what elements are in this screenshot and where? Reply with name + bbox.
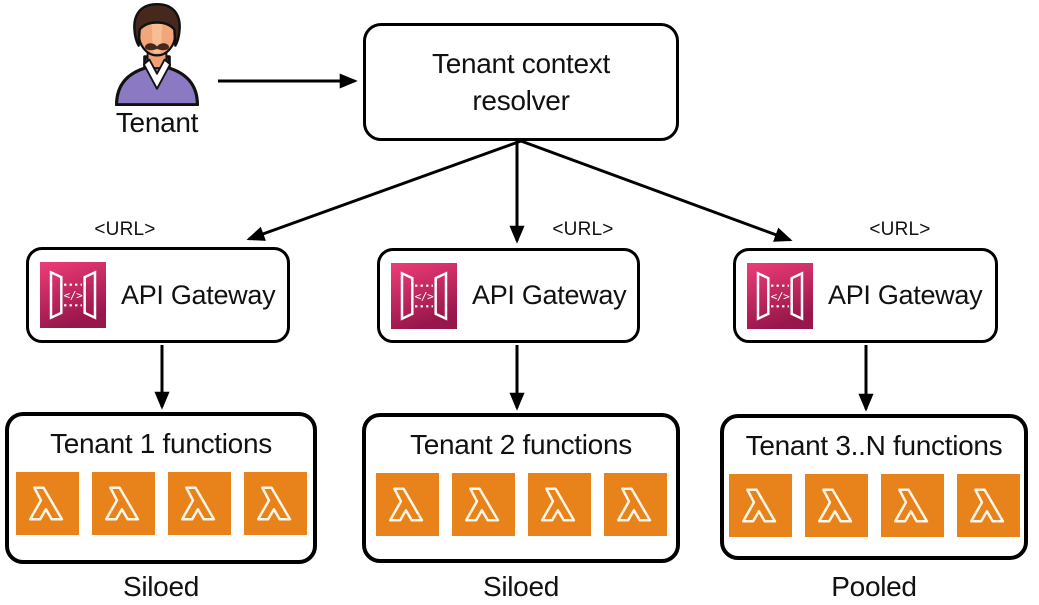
tenant-user-icon bbox=[114, 2, 200, 106]
url-label-2: <URL> bbox=[552, 219, 614, 240]
lambda-icon bbox=[728, 474, 792, 537]
tenant-context-resolver-box: Tenant context resolver bbox=[363, 23, 679, 141]
lambda-icon bbox=[375, 473, 439, 536]
function-group-title: Tenant 1 functions bbox=[50, 428, 272, 459]
lambda-row bbox=[366, 473, 676, 536]
lambda-icon bbox=[91, 472, 155, 535]
function-group-title: Tenant 2 functions bbox=[410, 429, 632, 460]
lambda-icon bbox=[880, 474, 944, 537]
api-gateway-box-3: </> API Gateway bbox=[733, 248, 998, 343]
api-gateway-label: API Gateway bbox=[828, 280, 983, 310]
api-gateway-label: API Gateway bbox=[121, 279, 276, 310]
lambda-icon bbox=[167, 472, 231, 535]
lambda-icon bbox=[603, 473, 667, 536]
lambda-row bbox=[9, 472, 313, 535]
mode-label-siloed-2: Siloed bbox=[482, 571, 560, 602]
lambda-icon bbox=[243, 472, 307, 535]
url-label-1: <URL> bbox=[94, 219, 156, 240]
lambda-icon bbox=[956, 474, 1020, 537]
mode-label-siloed-1: Siloed bbox=[122, 571, 200, 602]
api-gateway-glyph-text: </> bbox=[64, 289, 83, 302]
lambda-icon bbox=[527, 473, 591, 536]
api-gateway-glyph-text: </> bbox=[771, 290, 790, 303]
api-gateway-box-1: </> API Gateway bbox=[26, 247, 290, 343]
tenant-2-functions-box: Tenant 2 functions bbox=[362, 413, 680, 563]
mode-label-pooled: Pooled bbox=[831, 571, 917, 602]
api-gateway-label: API Gateway bbox=[472, 280, 627, 310]
lambda-icon bbox=[15, 472, 79, 535]
lambda-row bbox=[724, 474, 1024, 537]
api-gateway-icon: </> bbox=[40, 262, 106, 328]
lambda-icon bbox=[804, 474, 868, 537]
url-label-3: <URL> bbox=[869, 219, 931, 240]
lambda-icon bbox=[451, 473, 515, 536]
tenant-label: Tenant bbox=[115, 107, 199, 138]
tenant-context-resolver-label: Tenant context resolver bbox=[432, 48, 610, 116]
api-gateway-icon: </> bbox=[391, 262, 457, 329]
api-gateway-glyph-text: </> bbox=[415, 290, 434, 303]
tenant-3-n-functions-box: Tenant 3..N functions bbox=[720, 414, 1028, 560]
api-gateway-icon: </> bbox=[747, 262, 813, 329]
api-gateway-box-2: </> API Gateway bbox=[377, 248, 640, 343]
function-group-title: Tenant 3..N functions bbox=[745, 430, 1003, 461]
tenant-1-functions-box: Tenant 1 functions bbox=[5, 412, 317, 564]
